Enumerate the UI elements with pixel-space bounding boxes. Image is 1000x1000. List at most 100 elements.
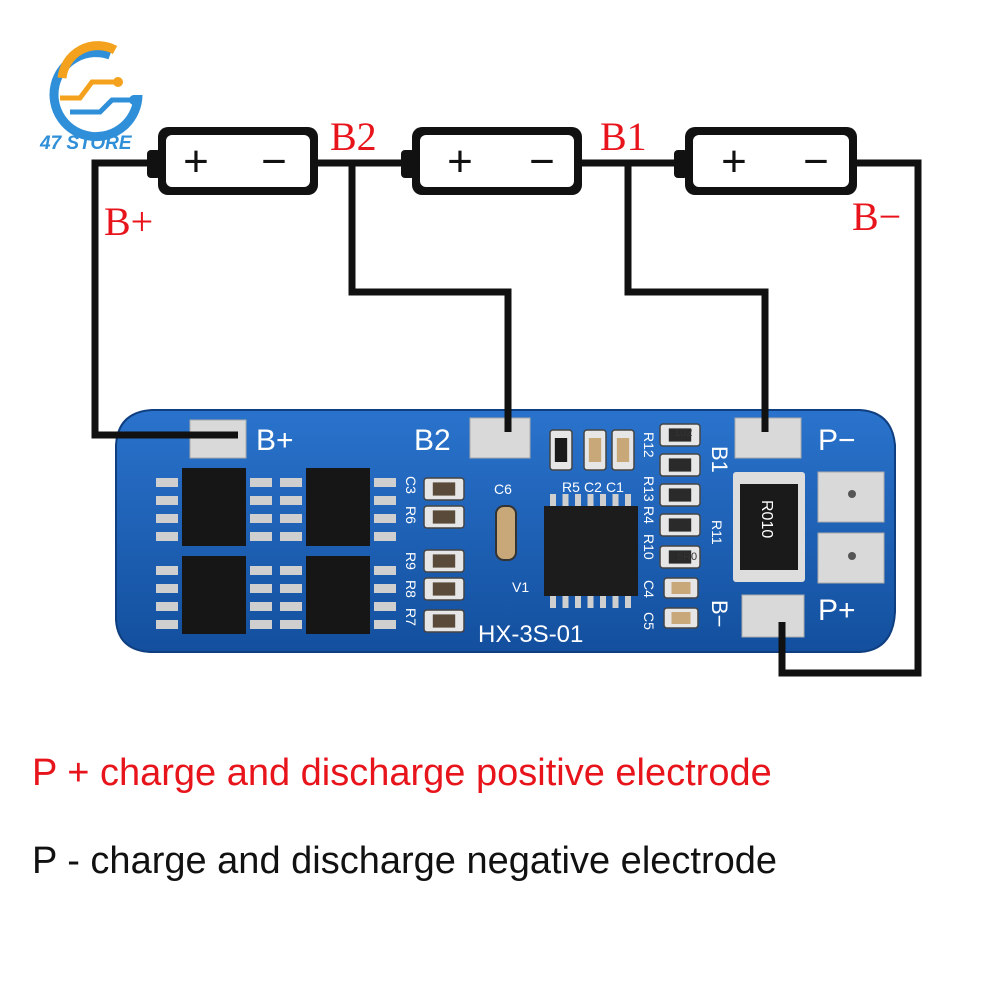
battery-3: + − <box>674 127 857 195</box>
mosfet-pin <box>250 478 272 487</box>
smd-capacitor <box>671 582 691 594</box>
mosfet-pin <box>374 514 396 523</box>
smd-resistor <box>668 518 692 532</box>
silk-c1: C1 <box>606 479 624 495</box>
battery-2: + − <box>401 127 582 195</box>
silk-r4: R4 <box>641 506 657 524</box>
battery-1-plus: + <box>183 137 209 186</box>
silk-c2: C2 <box>584 479 602 495</box>
silk-r7: R7 <box>403 608 419 626</box>
logo-circuit-trace-blue <box>70 97 134 115</box>
ic-pin <box>575 494 581 506</box>
mosfet-pin <box>374 584 396 593</box>
mosfet-pin <box>280 478 302 487</box>
ic-pin <box>612 596 619 608</box>
logo-node-blue <box>129 95 139 105</box>
smd-resistor <box>432 482 456 496</box>
pad-b-plus <box>189 419 247 459</box>
silk-b2: B2 <box>414 424 451 457</box>
smd-resistor <box>432 554 456 568</box>
part-marking-5r0: 5R0 <box>677 551 697 563</box>
battery-3-plus: + <box>721 137 747 186</box>
battery-2-body <box>420 135 574 187</box>
smd-resistor <box>432 582 456 596</box>
mosfet-pin <box>374 566 396 575</box>
silk-c5: C5 <box>641 612 657 630</box>
mosfet-pin <box>156 602 178 611</box>
capacitor-c6 <box>495 505 517 561</box>
label-b2: B2 <box>330 114 377 159</box>
mosfet-group <box>156 468 396 634</box>
caption-negative: P - charge and discharge negative electr… <box>32 840 778 882</box>
smd-resistor <box>432 614 456 628</box>
pad-p-plus-hole <box>848 552 856 560</box>
ic-pin <box>612 494 619 506</box>
board-wire-ends <box>95 400 786 673</box>
mosfet-chip <box>306 468 370 546</box>
mosfet-pin <box>156 496 178 505</box>
controller-ic <box>544 506 638 596</box>
ic-pin <box>587 494 594 506</box>
smd-capacitor <box>588 438 602 462</box>
battery-2-terminal <box>401 150 415 178</box>
silk-c3: C3 <box>403 476 419 494</box>
ic-pin <box>625 494 631 506</box>
mosfet-pin <box>250 532 272 541</box>
silk-c4: C4 <box>641 580 657 598</box>
wire-b2-tap <box>348 163 512 432</box>
mosfet-chip <box>182 556 246 634</box>
smd-resistor <box>432 510 456 524</box>
mosfet-pin <box>250 514 272 523</box>
ic-pin <box>562 494 569 506</box>
silk-p-plus: P+ <box>818 594 856 627</box>
ic-pin <box>562 596 569 608</box>
label-b-minus: B− <box>852 194 901 239</box>
mosfet-pin <box>156 532 178 541</box>
smd-parts <box>423 423 701 633</box>
battery-1-minus: − <box>261 137 287 186</box>
mosfet-pin <box>374 532 396 541</box>
shunt-resistor <box>740 484 798 570</box>
board-model: HX-3S-01 <box>478 621 583 648</box>
smd-capacitor <box>671 612 691 624</box>
silk-r8: R8 <box>403 580 419 598</box>
smd-resistor <box>668 458 692 472</box>
mosfet-pin <box>374 496 396 505</box>
mosfet-pin <box>156 584 178 593</box>
ic-pin <box>550 494 556 506</box>
mosfet-pin <box>250 620 272 629</box>
pad-b2 <box>469 417 531 459</box>
battery-1-body <box>166 135 310 187</box>
silk-r9: R9 <box>403 552 419 570</box>
label-b1: B1 <box>600 114 647 159</box>
mosfet-pin <box>156 514 178 523</box>
part-marking-102: 102 <box>674 427 692 439</box>
mosfet-pin <box>280 514 302 523</box>
mosfet-pin <box>374 620 396 629</box>
mosfet-pin <box>280 496 302 505</box>
silk-b-plus: B+ <box>256 424 294 457</box>
mosfet-pin <box>374 602 396 611</box>
mosfet-pin <box>374 478 396 487</box>
silk-b1: B1 <box>707 446 732 473</box>
mosfet-pin <box>280 584 302 593</box>
battery-2-plus: + <box>447 137 473 186</box>
controller-ic-pins <box>550 494 631 608</box>
ic-pin <box>550 596 556 608</box>
mosfet-pin <box>250 566 272 575</box>
silk-c6: C6 <box>494 481 512 497</box>
pad-b-minus <box>741 594 805 638</box>
logo-node <box>113 77 123 87</box>
smd-resistor <box>668 428 692 442</box>
silk-r12: R12 <box>641 432 657 458</box>
silk-r11: R11 <box>709 520 725 545</box>
mosfet-pin <box>250 584 272 593</box>
mosfet-pin <box>250 496 272 505</box>
store-name: 47 STORE <box>39 133 133 154</box>
mosfet-pin <box>156 566 178 575</box>
pad-p-minus-hole <box>848 490 856 498</box>
mosfet-pin <box>280 566 302 575</box>
protection-board: B+ B2 P− P+ B1 B− HX-3S-01 R010 C6 V1 C3… <box>95 400 896 673</box>
silk-v1: V1 <box>512 579 529 595</box>
